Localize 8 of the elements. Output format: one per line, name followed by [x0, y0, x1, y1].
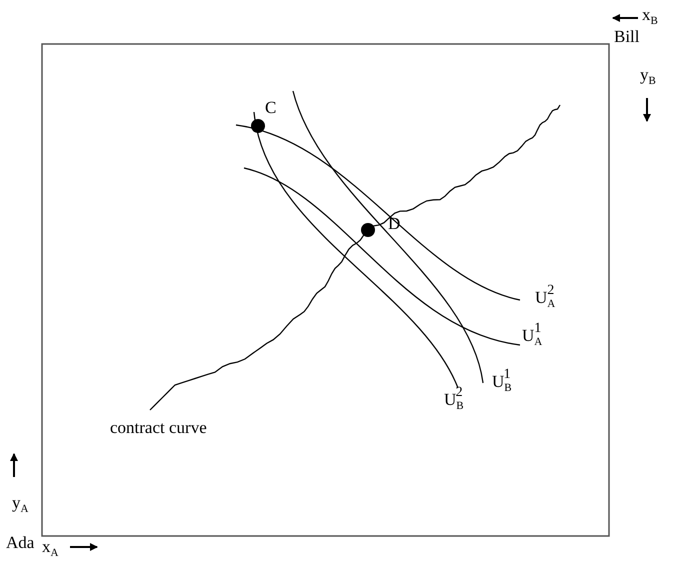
point-label: C [265, 99, 276, 116]
curve-label: contract curve [110, 419, 207, 436]
axis-label: y$_{A}$ [12, 494, 28, 515]
axis-label: y$_{B}$ [640, 66, 656, 87]
origin-label: Bill [614, 28, 640, 45]
axis-label: x$_{B}$ [642, 6, 658, 27]
axis-label: x$_{A}$ [42, 538, 58, 559]
origin-label: Ada [6, 534, 34, 551]
